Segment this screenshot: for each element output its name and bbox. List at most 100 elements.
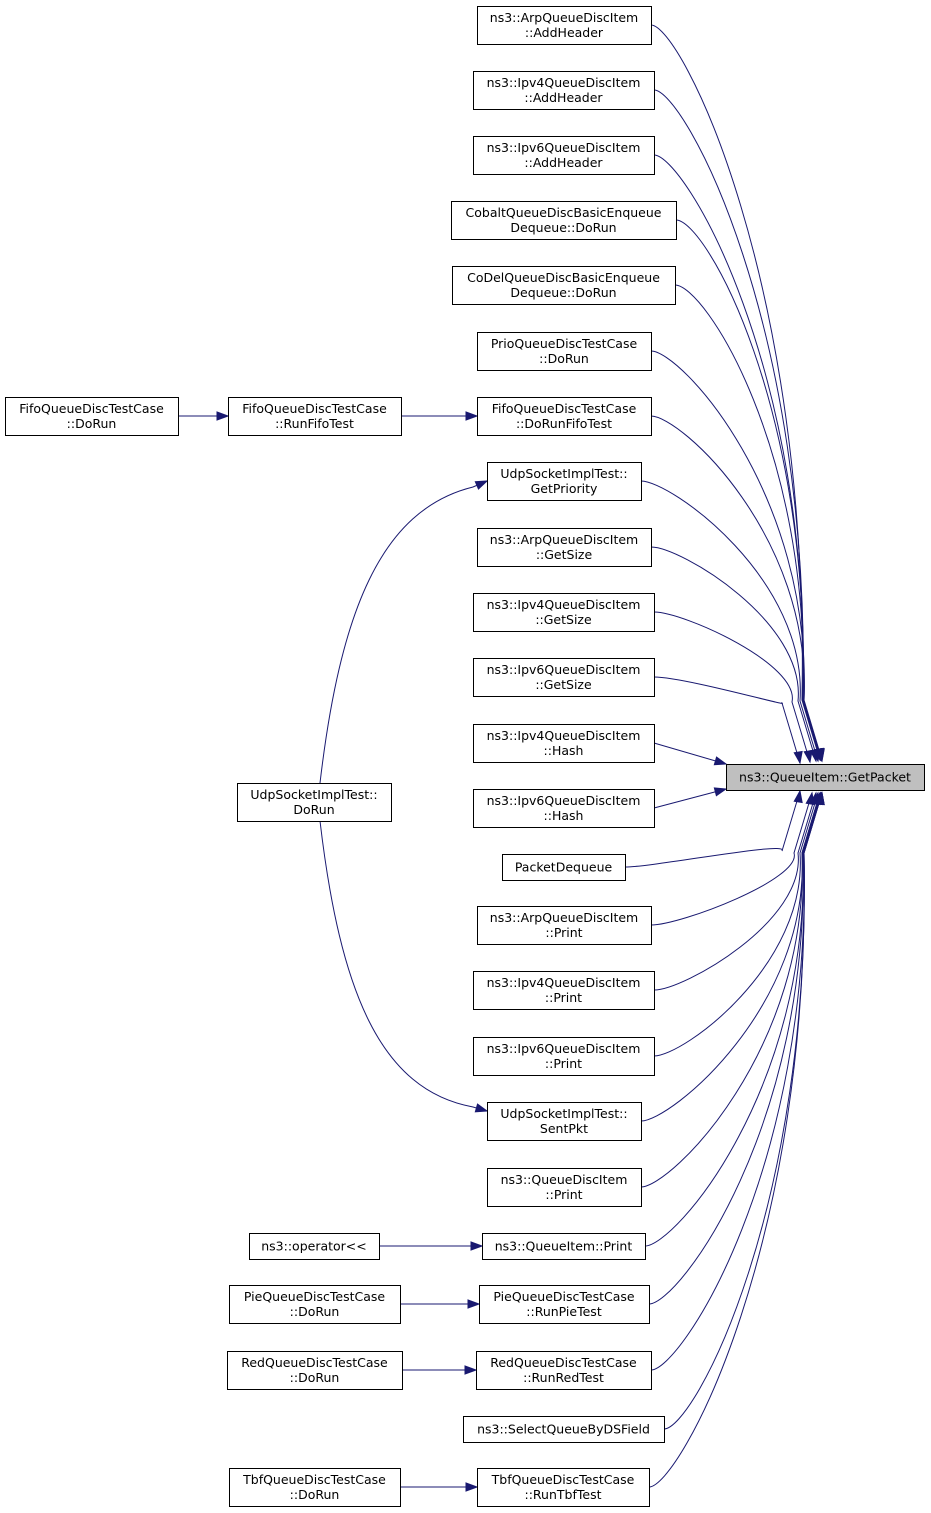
- node-label-line: ::AddHeader: [525, 25, 604, 40]
- edge-ipv4-print-to-root: [653, 791, 819, 991]
- node-box: [228, 397, 402, 436]
- node-label-line: UdpSocketImplTest::: [250, 787, 377, 802]
- node-label-line: ::DoRun: [67, 416, 117, 431]
- node-box: [476, 1351, 652, 1390]
- node-ipv4-hash[interactable]: ns3::Ipv4QueueDiscItem::Hash: [473, 724, 655, 763]
- node-label-line: RedQueueDiscTestCase: [490, 1355, 637, 1370]
- node-ipv4-addheader[interactable]: ns3::Ipv4QueueDiscItem::AddHeader: [473, 71, 655, 110]
- edge-codel-dorun-to-root: [674, 284, 824, 762]
- node-root[interactable]: ns3::QueueItem::GetPacket: [726, 764, 925, 791]
- node-udp-getpriority[interactable]: UdpSocketImplTest::GetPriority: [487, 462, 642, 501]
- node-ipv6-print[interactable]: ns3::Ipv6QueueDiscItem::Print: [473, 1037, 655, 1076]
- node-label-line: PieQueueDiscTestCase: [244, 1289, 385, 1304]
- node-label-line: ns3::SelectQueueByDSField: [477, 1422, 650, 1437]
- node-box: [227, 1351, 403, 1390]
- node-fifo-runfifo[interactable]: FifoQueueDiscTestCase::RunFifoTest: [228, 397, 402, 436]
- node-box: [473, 658, 655, 697]
- node-qdi-print[interactable]: ns3::QueueDiscItem::Print: [487, 1168, 642, 1207]
- node-box: [463, 1416, 665, 1443]
- node-ipv6-hash[interactable]: ns3::Ipv6QueueDiscItem::Hash: [473, 789, 655, 828]
- edge-fifo-dorun-to-fifo-runfifo: [178, 411, 230, 421]
- node-box: [473, 724, 655, 763]
- node-label-line: ::AddHeader: [524, 155, 603, 170]
- node-pie-dorun[interactable]: PieQueueDiscTestCase::DoRun: [229, 1285, 401, 1324]
- edge-fifo-dorunfifo-to-root: [650, 415, 825, 763]
- node-box: [473, 136, 655, 175]
- edge-qi-print-to-root: [644, 791, 824, 1247]
- node-red-runred[interactable]: RedQueueDiscTestCase::RunRedTest: [476, 1351, 652, 1390]
- node-box: [477, 6, 652, 45]
- node-label-line: UdpSocketImplTest::: [500, 1106, 627, 1121]
- node-label-line: ::DoRun: [290, 1487, 340, 1502]
- node-tbf-runtbf[interactable]: TbfQueueDiscTestCase::RunTbfTest: [477, 1468, 650, 1507]
- node-arp-addheader[interactable]: ns3::ArpQueueDiscItem::AddHeader: [477, 6, 652, 45]
- node-label-line: ::Hash: [544, 808, 584, 823]
- node-box: [726, 764, 925, 791]
- node-label-line: ns3::operator<<: [261, 1239, 367, 1254]
- node-udp-sentpkt[interactable]: UdpSocketImplTest::SentPkt: [487, 1102, 642, 1141]
- node-label-line: ns3::Ipv4QueueDiscItem: [487, 975, 641, 990]
- node-label-line: SentPkt: [540, 1121, 588, 1136]
- edge-ipv6-addheader-to-root: [653, 154, 824, 762]
- edge-udp-dorun-to-udp-sentpkt: [319, 820, 489, 1113]
- node-prio-dorun[interactable]: PrioQueueDiscTestCase::DoRun: [477, 332, 652, 371]
- node-ipv6-addheader[interactable]: ns3::Ipv6QueueDiscItem::AddHeader: [473, 136, 655, 175]
- node-label-line: ::AddHeader: [524, 90, 603, 105]
- edge-selectqueue-to-root: [663, 791, 825, 1430]
- node-fifo-dorunfifo[interactable]: FifoQueueDiscTestCase::DoRunFifoTest: [477, 397, 652, 436]
- node-label-line: PacketDequeue: [515, 860, 613, 875]
- node-label-line: ::RunFifoTest: [275, 416, 354, 431]
- node-pie-runpie[interactable]: PieQueueDiscTestCase::RunPieTest: [479, 1285, 650, 1324]
- node-operator[interactable]: ns3::operator<<: [249, 1233, 380, 1260]
- node-label-line: ::DoRun: [290, 1370, 340, 1385]
- node-tbf-dorun[interactable]: TbfQueueDiscTestCase::DoRun: [229, 1468, 401, 1507]
- edge-udp-sentpkt-to-root: [640, 791, 823, 1122]
- node-udp-dorun[interactable]: UdpSocketImplTest::DoRun: [237, 783, 392, 822]
- node-box: [5, 397, 179, 436]
- node-ipv4-getsize[interactable]: ns3::Ipv4QueueDiscItem::GetSize: [473, 593, 655, 632]
- node-label-line: ::DoRunFifoTest: [516, 416, 612, 431]
- node-label-line: ns3::Ipv6QueueDiscItem: [487, 662, 641, 677]
- node-box: [473, 1037, 655, 1076]
- node-box: [473, 71, 655, 110]
- node-box: [487, 1168, 642, 1207]
- node-label-line: ns3::Ipv4QueueDiscItem: [487, 597, 641, 612]
- node-label-line: ::RunPieTest: [526, 1304, 602, 1319]
- node-label-line: ::Print: [545, 1056, 582, 1071]
- node-cobalt-dorun[interactable]: CobaltQueueDiscBasicEnqueueDequeue::DoRu…: [451, 201, 677, 240]
- node-label-line: ns3::ArpQueueDiscItem: [490, 532, 638, 547]
- edge-fifo-runfifo-to-fifo-dorunfifo: [401, 411, 479, 421]
- node-label-line: ns3::ArpQueueDiscItem: [490, 10, 638, 25]
- node-label-line: ::Print: [545, 990, 582, 1005]
- node-label-line: ns3::Ipv6QueueDiscItem: [487, 793, 641, 808]
- node-label-line: PrioQueueDiscTestCase: [491, 336, 638, 351]
- node-label-line: ::Print: [545, 925, 582, 940]
- edge-udp-getpriority-to-root: [640, 480, 821, 763]
- edge-udp-dorun-to-udp-getpriority: [319, 480, 489, 784]
- node-label-line: CobaltQueueDiscBasicEnqueue: [466, 205, 662, 220]
- edge-tbf-dorun-to-tbf-runtbf: [400, 1482, 479, 1492]
- node-box: [477, 332, 652, 371]
- node-ipv6-getsize[interactable]: ns3::Ipv6QueueDiscItem::GetSize: [473, 658, 655, 697]
- node-qi-print[interactable]: ns3::QueueItem::Print: [482, 1233, 646, 1260]
- node-box: [477, 397, 652, 436]
- node-label-line: ::Hash: [544, 743, 584, 758]
- node-label-line: Dequeue::DoRun: [510, 220, 616, 235]
- edge-tbf-runtbf-to-root: [648, 791, 825, 1488]
- node-box: [487, 1102, 642, 1141]
- node-label-line: ns3::Ipv4QueueDiscItem: [487, 75, 641, 90]
- node-red-dorun[interactable]: RedQueueDiscTestCase::DoRun: [227, 1351, 403, 1390]
- node-selectqueue[interactable]: ns3::SelectQueueByDSField: [463, 1416, 665, 1443]
- node-label-line: ns3::ArpQueueDiscItem: [490, 910, 638, 925]
- node-box: [473, 971, 655, 1010]
- node-fifo-dorun[interactable]: FifoQueueDiscTestCase::DoRun: [5, 397, 179, 436]
- node-packetdequeue[interactable]: PacketDequeue: [502, 854, 626, 881]
- edge-ipv4-getsize-to-root: [653, 611, 813, 764]
- edge-arp-print-to-root: [650, 791, 815, 926]
- node-arp-getsize[interactable]: ns3::ArpQueueDiscItem::GetSize: [477, 528, 652, 567]
- edge-packetdequeue-to-root: [624, 789, 803, 868]
- node-ipv4-print[interactable]: ns3::Ipv4QueueDiscItem::Print: [473, 971, 655, 1010]
- node-label-line: ::GetSize: [536, 547, 593, 562]
- node-arp-print[interactable]: ns3::ArpQueueDiscItem::Print: [477, 906, 652, 945]
